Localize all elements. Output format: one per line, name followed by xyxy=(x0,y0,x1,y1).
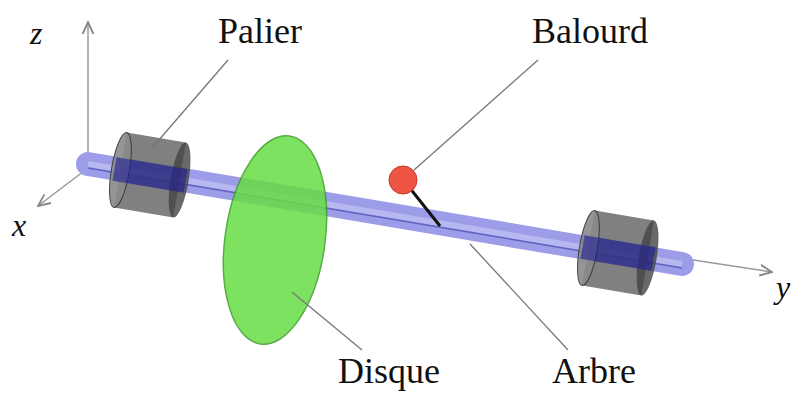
z-axis xyxy=(87,22,89,168)
axis-label: x xyxy=(12,208,26,243)
part-label: Arbre xyxy=(552,352,636,392)
leader-line xyxy=(152,60,228,148)
part-label: Balourd xyxy=(532,12,648,52)
leader-line xyxy=(292,292,362,350)
leader-line xyxy=(470,244,568,350)
bearing xyxy=(105,131,195,219)
x-axis xyxy=(38,168,88,206)
disk xyxy=(211,129,339,351)
axis-label: z xyxy=(30,16,42,51)
leader-line xyxy=(414,60,538,170)
part-label: Disque xyxy=(338,352,440,392)
axis-label: y xyxy=(776,270,790,305)
unbalance-mass xyxy=(389,166,417,194)
bearing xyxy=(573,209,663,297)
part-label: Palier xyxy=(218,12,302,52)
